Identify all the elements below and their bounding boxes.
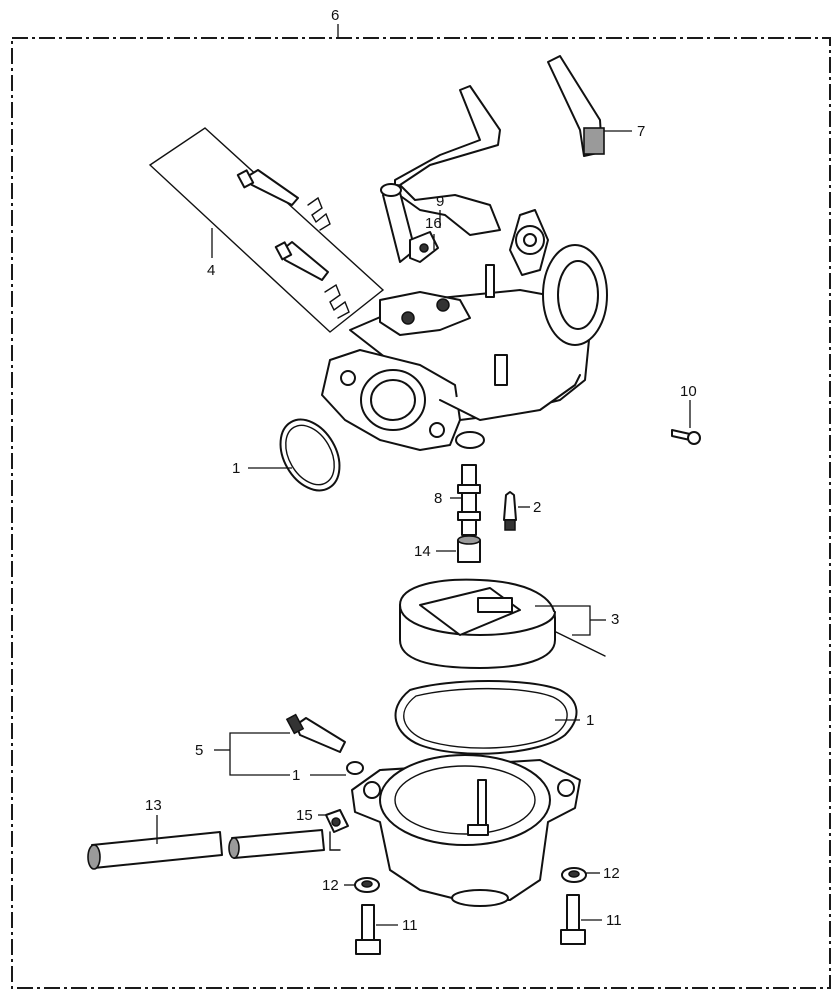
part-1-small-oring bbox=[346, 761, 364, 775]
part-12-washer-right bbox=[561, 867, 587, 883]
part-7-link bbox=[547, 55, 605, 157]
callout-1c: 1 bbox=[292, 767, 300, 784]
callout-3: 3 bbox=[611, 611, 619, 628]
callout-13: 13 bbox=[145, 797, 162, 814]
part-11-bolt-right bbox=[560, 894, 586, 945]
part-5-pilot-screw bbox=[285, 713, 346, 753]
callout-2: 2 bbox=[533, 499, 541, 516]
part-2-float-needle bbox=[503, 491, 517, 531]
part-1-bowl-gasket bbox=[394, 680, 578, 755]
assembly-frame bbox=[11, 37, 831, 989]
part-1-oring-upper bbox=[279, 418, 341, 492]
callout-12b: 12 bbox=[603, 865, 620, 882]
part-8-nozzle bbox=[457, 464, 481, 536]
callout-14: 14 bbox=[414, 543, 431, 560]
callout-16: 16 bbox=[425, 215, 442, 232]
callout-8: 8 bbox=[434, 490, 442, 507]
callout-11b: 11 bbox=[606, 912, 622, 929]
callout-6: 6 bbox=[331, 7, 339, 24]
callout-5: 5 bbox=[195, 742, 203, 759]
carburetor-body bbox=[321, 85, 608, 451]
float-bowl bbox=[351, 754, 581, 907]
part-16-clip bbox=[409, 231, 439, 263]
callout-10: 10 bbox=[680, 383, 697, 400]
callout-1a: 1 bbox=[232, 460, 240, 477]
callout-4: 4 bbox=[207, 262, 215, 279]
callout-11a: 11 bbox=[402, 917, 418, 934]
part-13-drain-tube bbox=[87, 829, 325, 870]
callout-12a: 12 bbox=[322, 877, 339, 894]
part-15-clip bbox=[325, 809, 349, 851]
callout-9: 9 bbox=[436, 193, 444, 210]
part-11-bolt-left bbox=[355, 904, 381, 955]
leader-5 bbox=[229, 732, 290, 776]
callout-7: 7 bbox=[637, 123, 645, 140]
part-4-screw-set bbox=[148, 127, 385, 333]
part-10-screw bbox=[671, 429, 701, 445]
part-14-main-jet bbox=[457, 535, 481, 563]
part-3-float bbox=[399, 578, 606, 669]
callout-1b: 1 bbox=[586, 712, 594, 729]
callout-15: 15 bbox=[296, 807, 313, 824]
part-12-washer-left bbox=[354, 877, 380, 893]
